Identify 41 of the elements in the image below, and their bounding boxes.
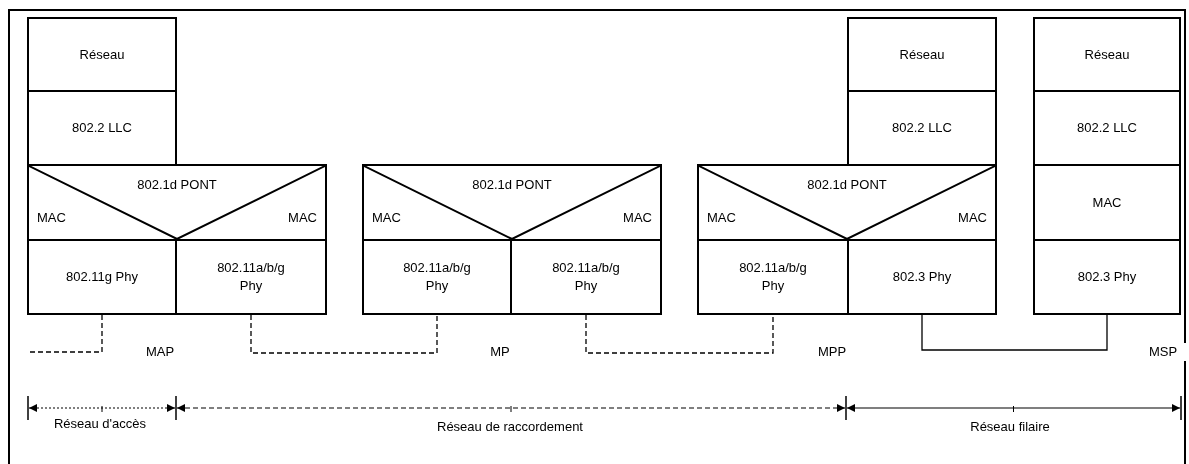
protocol-layer-box	[847, 239, 997, 315]
layer-label: Réseau	[78, 45, 126, 64]
link-line	[250, 314, 438, 354]
link-line	[921, 314, 1108, 351]
layer-label: 802.11a/b/g Phy	[402, 259, 472, 295]
layer-label: 802.2 LLC	[71, 119, 133, 137]
layer-label: 802.1d PONT	[136, 176, 218, 194]
protocol-layer-box	[847, 90, 997, 166]
layer-label: 802.1d PONT	[806, 176, 888, 194]
protocol-layer-box	[27, 239, 177, 315]
layer-label: 802.11a/b/g Phy	[738, 259, 808, 295]
layer-label: Réseau	[898, 45, 946, 64]
protocol-layer-box	[1033, 239, 1181, 315]
layer-label: 802.3 Phy	[891, 268, 953, 286]
protocol-layer-box	[27, 17, 177, 92]
layer-label: 802.11a/b/g Phy	[551, 259, 621, 295]
link-line	[585, 314, 774, 354]
protocol-layer-box	[362, 239, 512, 315]
protocol-layer-box	[847, 17, 997, 92]
protocol-layer-box	[27, 90, 177, 166]
layer-label: MAC	[707, 209, 737, 227]
layer-label: 802.11g Phy	[64, 268, 139, 286]
layer-label: MAC	[287, 209, 317, 227]
protocol-layer-box	[1033, 17, 1181, 92]
dotted-link	[29, 314, 103, 353]
protocol-layer-box	[175, 239, 327, 315]
protocol-layer-box	[1033, 164, 1181, 241]
layer-label: MAC	[957, 209, 987, 227]
layer-label: 802.1d PONT	[471, 176, 553, 194]
protocol-layer-box	[1033, 90, 1181, 166]
layer-label: MAC	[372, 209, 402, 227]
protocol-layer-box	[697, 239, 849, 315]
layer-label: 802.11a/b/g Phy	[216, 259, 286, 295]
layer-label: Réseau	[1083, 45, 1131, 64]
layer-label: MAC	[622, 209, 652, 227]
layer-label: MAC	[1091, 193, 1123, 212]
protocol-layer-box	[510, 239, 662, 315]
layer-label: 802.2 LLC	[1076, 119, 1138, 137]
layer-label: 802.2 LLC	[891, 119, 953, 137]
layer-label: 802.3 Phy	[1076, 268, 1138, 286]
layer-label: MAC	[37, 209, 67, 227]
